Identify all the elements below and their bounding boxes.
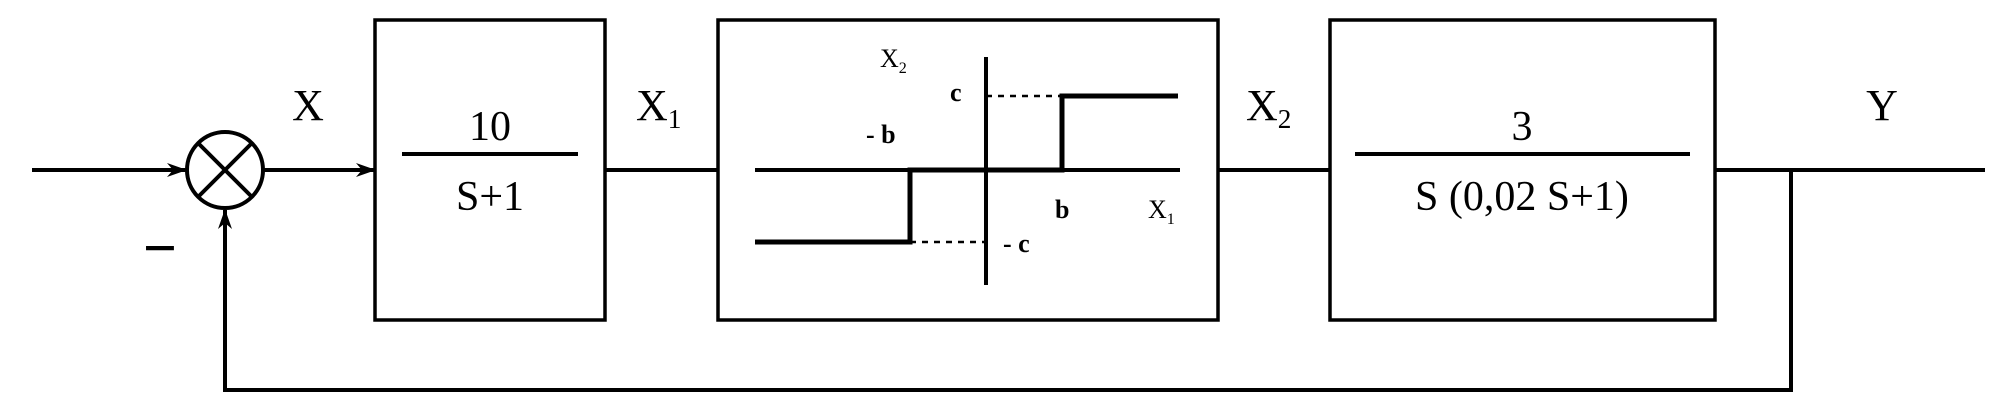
minus-sign: − bbox=[143, 215, 177, 281]
label-b: b bbox=[1055, 195, 1069, 224]
relay-characteristic bbox=[755, 93, 1178, 245]
signal-x1-label: X1 bbox=[636, 81, 681, 134]
feedback-path bbox=[218, 170, 1793, 392]
block1-denominator: S+1 bbox=[456, 174, 524, 220]
signal-x2-label: X2 bbox=[1246, 81, 1291, 134]
block-transfer-3-over-s bbox=[1328, 18, 1717, 322]
block-transfer-10-over-s-plus-1 bbox=[373, 18, 607, 322]
summing-junction bbox=[185, 130, 265, 210]
label-neg-c: - c bbox=[1003, 229, 1030, 258]
block3-denominator: S (0,02 S+1) bbox=[1415, 174, 1629, 220]
signal-y-label: Y bbox=[1866, 81, 1898, 130]
label-c: c bbox=[950, 78, 962, 107]
label-neg-b: - b bbox=[866, 120, 896, 149]
block3-numerator: 3 bbox=[1512, 104, 1533, 150]
x-axis-label: X1 bbox=[1148, 195, 1175, 228]
block1-numerator: 10 bbox=[469, 104, 511, 150]
signal-x-label: X bbox=[292, 81, 324, 130]
y-axis-label: X2 bbox=[880, 44, 907, 77]
